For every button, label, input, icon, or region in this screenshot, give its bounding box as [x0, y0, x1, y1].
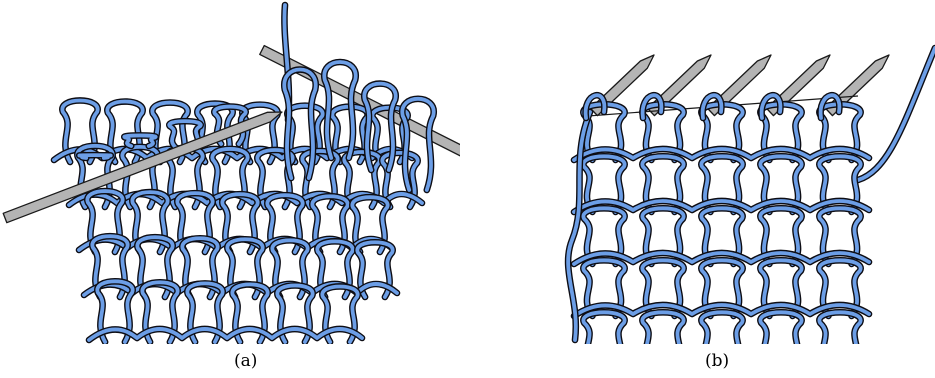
loop-b-c2-r5 [642, 312, 683, 368]
needle-loop-a-1 [79, 155, 110, 158]
panel-b-caption: (b) [705, 351, 729, 371]
knitted-fabric-b [568, 48, 935, 368]
panel-b-fabric-on-needle [568, 48, 935, 368]
loop-b-c4-r5 [760, 312, 801, 368]
panel-a-knitting-on-needles [3, 5, 525, 342]
panel-a-caption: (a) [234, 351, 257, 371]
loop-b-c1-r5 [583, 312, 624, 368]
loop-b-c5-r5 [819, 312, 860, 368]
